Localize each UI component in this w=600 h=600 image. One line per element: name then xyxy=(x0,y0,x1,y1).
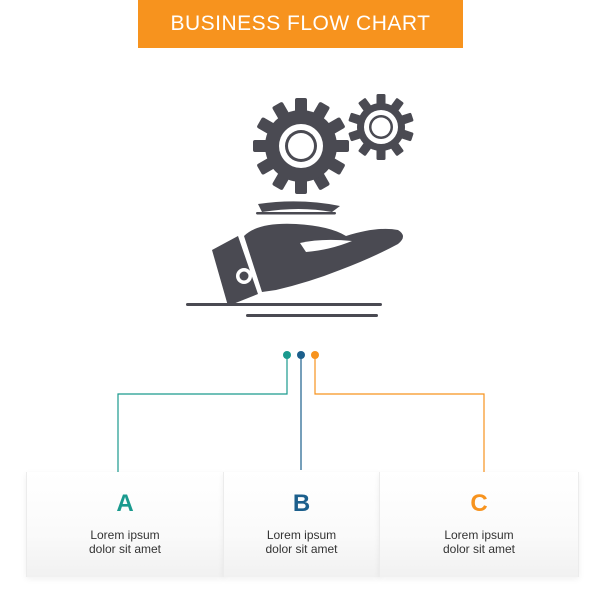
page-title: BUSINESS FLOW CHART xyxy=(170,12,431,35)
connector-dot-c xyxy=(311,351,319,359)
step-card-a: A Lorem ipsum dolor sit amet xyxy=(26,472,224,577)
step-description: Lorem ipsum dolor sit amet xyxy=(27,528,223,556)
step-line-2: dolor sit amet xyxy=(265,542,338,556)
step-line-1: Lorem ipsum xyxy=(444,528,514,542)
step-letter: A xyxy=(116,490,134,517)
step-letter: C xyxy=(470,490,488,517)
step-letter: B xyxy=(292,490,311,517)
step-card-b: B Lorem ipsum dolor sit amet xyxy=(223,472,380,577)
step-card-c: C Lorem ipsum dolor sit amet xyxy=(379,472,579,577)
step-line-2: dolor sit amet xyxy=(88,542,162,556)
connector-dot-b xyxy=(297,351,305,359)
step-line-2: dolor sit amet xyxy=(442,542,516,556)
connector-dot-a xyxy=(283,351,291,359)
title-banner: BUSINESS FLOW CHART xyxy=(138,0,463,48)
step-description: Lorem ipsum dolor sit amet xyxy=(224,528,379,556)
step-description: Lorem ipsum dolor sit amet xyxy=(380,528,578,556)
step-line-1: Lorem ipsum xyxy=(90,528,160,542)
step-line-1: Lorem ipsum xyxy=(266,528,337,542)
